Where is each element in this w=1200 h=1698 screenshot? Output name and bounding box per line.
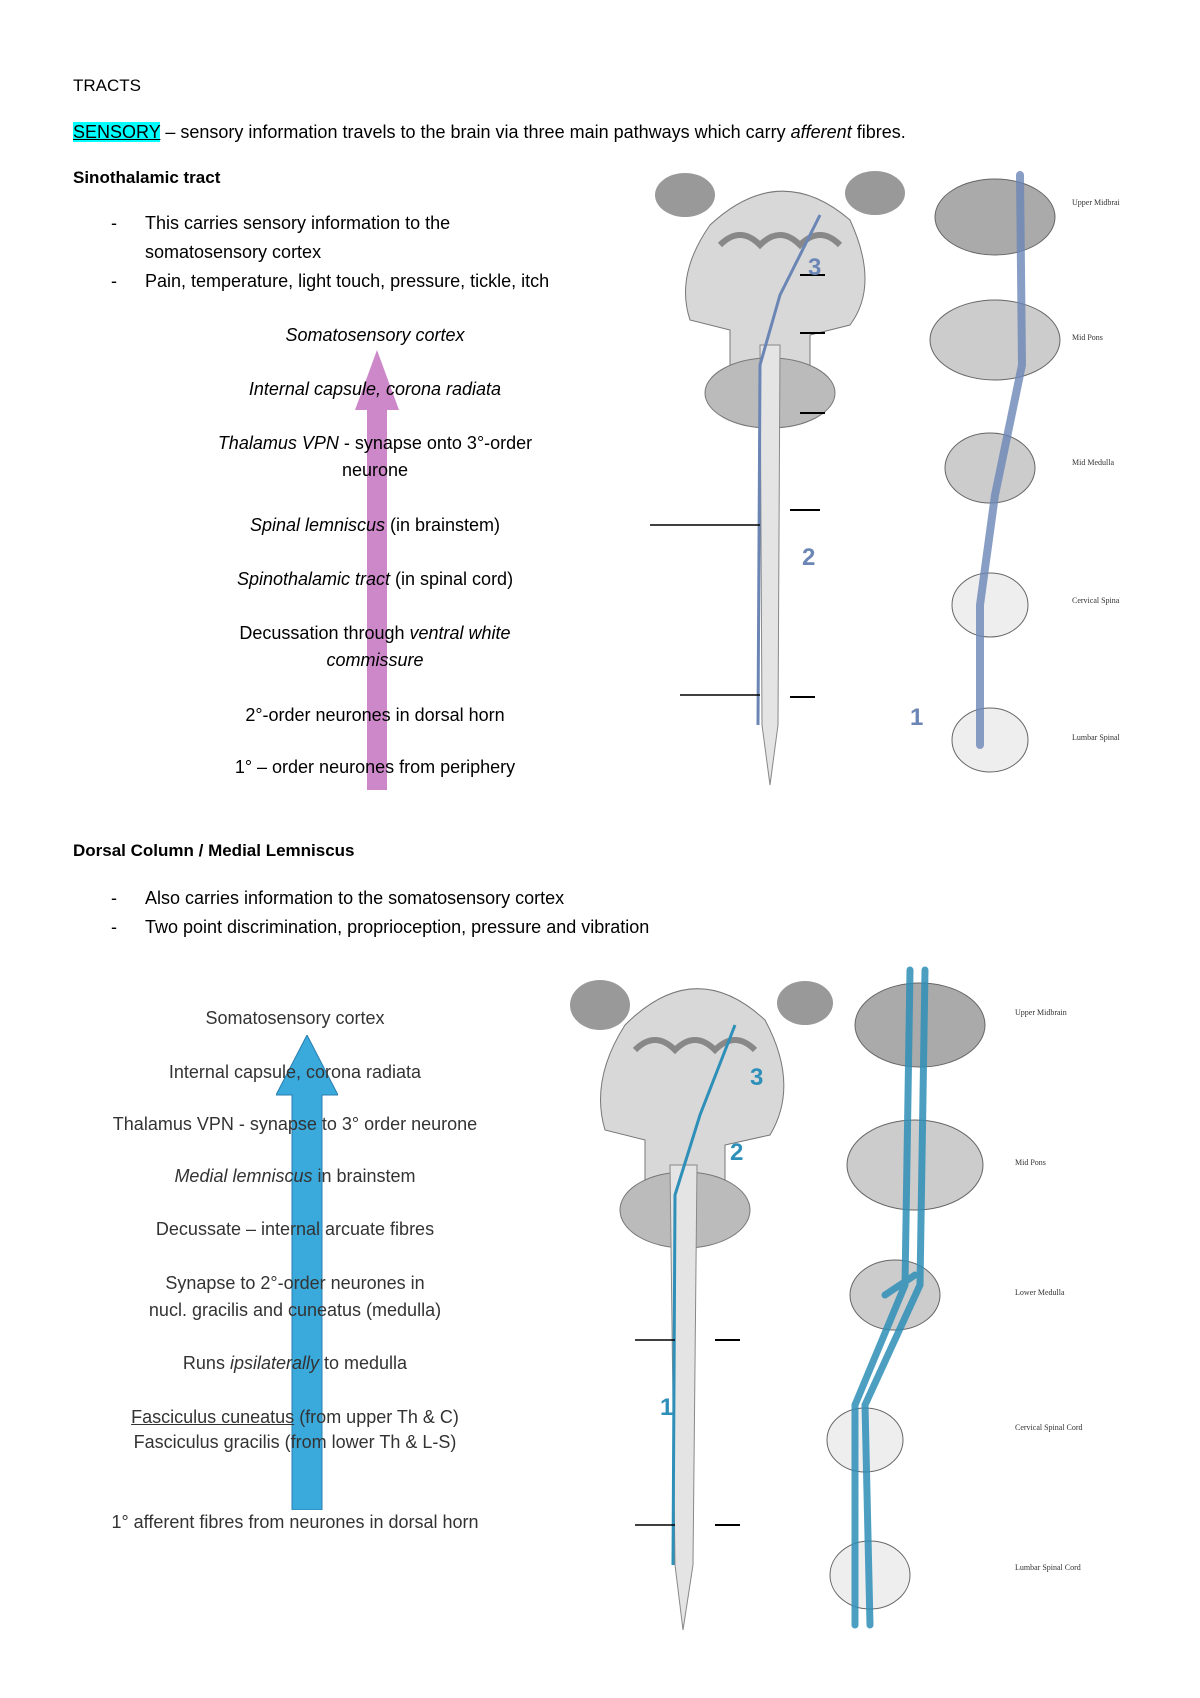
brain-thumbnail-left — [655, 173, 715, 217]
pink-up-arrow — [355, 350, 399, 790]
label-lower-medulla: Lower Medulla — [1015, 1288, 1065, 1297]
diagram2-number-1: 1 — [660, 1394, 673, 1421]
diagram1-number-2: 2 — [802, 544, 815, 571]
flow1-step-tract: Spinothalamic tract — [236, 569, 391, 589]
tract-line — [671, 1024, 737, 1566]
diagram2-number-2: 2 — [730, 1139, 743, 1166]
flow1-step-capsule: Internal capsule, corona radiata — [248, 379, 502, 399]
tract-line — [756, 214, 822, 726]
section-upper-midbrain — [934, 178, 1056, 256]
flow2-step-afferent: 1° afferent fibres from neurones in dors… — [111, 1512, 479, 1532]
flow2-step-cortex: Somatosensory cortex — [205, 1008, 385, 1028]
flow2-step-decussate: Decussate – internal arcuate fibres — [155, 1219, 435, 1239]
page-title: TRACTS — [73, 76, 141, 95]
label-upper-midbrain: Upper Midbrain — [1072, 198, 1120, 207]
flow1-step-thalamus: Thalamus VPN — [217, 433, 339, 453]
intro-text-1: – sensory information travels to the bra… — [160, 122, 791, 142]
section2-bullet-1: Also carries information to the somatose… — [73, 884, 773, 913]
flow2-step-thalamus: Thalamus VPN - synapse to 3° order neuro… — [112, 1114, 478, 1134]
section-cervical — [951, 572, 1029, 638]
flow1-step-1st-order: 1° – order neurones from periphery — [234, 757, 516, 777]
flow2-step-synapse: Synapse to 2°-order neurones in — [165, 1273, 425, 1293]
label-cervical: Cervical Spinal Cord — [1015, 1423, 1083, 1432]
section1-bullet-1: This carries sensory information to thes… — [73, 209, 633, 267]
section1-bullets: This carries sensory information to thes… — [73, 209, 633, 296]
coronal-brain — [600, 988, 785, 1196]
section-mid-pons — [846, 1119, 984, 1211]
section2-bullet-2: Two point discrimination, proprioception… — [73, 913, 773, 942]
intro-paragraph: SENSORY – sensory information travels to… — [73, 122, 906, 143]
section2-bullets: Also carries information to the somatose… — [73, 884, 773, 942]
brain-thumbnail-right — [845, 171, 905, 215]
label-mid-pons: Mid Pons — [1015, 1158, 1046, 1167]
section-lumbar — [951, 707, 1029, 773]
spinothalamic-diagram: Upper Midbrain Mid Pons Mid Medulla Cerv… — [650, 171, 1120, 786]
flow2-step-ipsilateral: Runs — [182, 1353, 230, 1373]
label-lumbar: Lumbar Spinal Cord — [1015, 1563, 1081, 1572]
spinal-cord — [759, 344, 781, 786]
brain-thumbnail-left — [570, 980, 630, 1030]
brain-thumbnail-right — [777, 981, 833, 1025]
flow1-step-2nd-order: 2°-order neurones in dorsal horn — [245, 705, 505, 725]
section-upper-midbrain — [854, 982, 986, 1068]
label-lumbar: Lumbar Spinal Cord — [1072, 733, 1120, 742]
intro-text-2: fibres. — [851, 122, 906, 142]
label-upper-midbrain: Upper Midbrain — [1015, 1008, 1067, 1017]
flow2-step-capsule: Internal capsule, corona radiata — [168, 1062, 422, 1082]
diagram1-number-3: 3 — [808, 254, 821, 281]
section2-heading: Dorsal Column / Medial Lemniscus — [73, 841, 355, 860]
section2-flow: Somatosensory cortex Internal capsule, c… — [111, 1008, 479, 1532]
flow2-step-cuneatus: Fasciculus cuneatus — [131, 1407, 295, 1427]
flow2-step-gracilis: Fasciculus gracilis (from lower Th & L-S… — [133, 1432, 457, 1452]
section1-flow: Somatosensory cortex Internal capsule, c… — [217, 325, 533, 777]
sensory-highlight: SENSORY — [73, 122, 161, 142]
blue-up-arrow — [276, 1035, 338, 1510]
label-mid-pons: Mid Pons — [1072, 333, 1103, 342]
flow1-step-cortex: Somatosensory cortex — [285, 325, 465, 345]
flow1-step-decussation: Decussation through — [239, 623, 410, 643]
flow2-step-lemniscus: Medial lemniscus — [174, 1166, 313, 1186]
intro-italic: afferent — [790, 122, 852, 142]
section-mid-medulla — [944, 432, 1036, 504]
dorsal-column-diagram: Upper Midbrain Mid Pons Lower Medulla Ce… — [570, 966, 1083, 1631]
label-cervical: Cervical Spinal Cord — [1072, 596, 1120, 605]
flow1-step-lemniscus: Spinal lemniscus — [249, 515, 386, 535]
section-mid-pons — [929, 299, 1061, 381]
diagram2-number-3: 3 — [750, 1064, 763, 1091]
label-mid-medulla: Mid Medulla — [1072, 458, 1114, 467]
section1-heading: Sinothalamic tract — [73, 168, 221, 187]
diagram1-number-1: 1 — [910, 704, 923, 731]
section1-bullet-2: Pain, temperature, light touch, pressure… — [73, 267, 633, 296]
section-lower-medulla — [849, 1259, 941, 1331]
